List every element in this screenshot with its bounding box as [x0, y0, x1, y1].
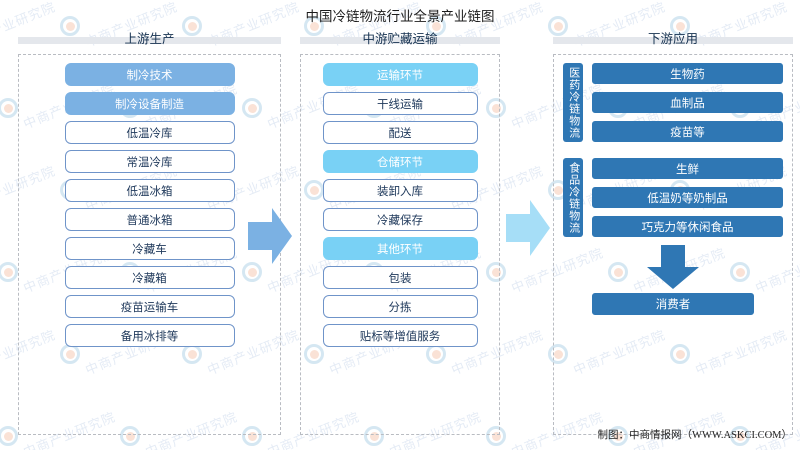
header-rule: [553, 37, 793, 44]
column-midstream: 中游贮藏运输 运输环节干线运输配送仓储环节装卸入库冷藏保存其他环节包装分拣贴标等…: [300, 30, 500, 435]
node-upstream-9[interactable]: 疫苗运输车: [64, 295, 235, 318]
downstream-groups: 医药冷链物流生物药血制品疫苗等食品冷链物流生鲜低温奶等奶制品巧克力等休闲食品: [554, 63, 792, 237]
column-midstream-header: 中游贮藏运输: [300, 30, 500, 49]
node-midstream-4[interactable]: 仓储环节: [322, 150, 478, 173]
column-downstream: 下游应用 医药冷链物流生物药血制品疫苗等食品冷链物流生鲜低温奶等奶制品巧克力等休…: [553, 30, 793, 435]
consumer-row: 消费者: [554, 293, 792, 315]
downstream-group-1-items: 生物药血制品疫苗等: [592, 63, 783, 142]
downstream-group-1-vertical-label: 医药冷链物流: [563, 63, 583, 142]
node-upstream-8[interactable]: 冷藏箱: [64, 266, 235, 289]
footer-credit: 制图：中商情报网（WWW.ASKCI.COM）: [597, 430, 792, 441]
node-midstream-8[interactable]: 包装: [322, 266, 478, 289]
midstream-node-group: 运输环节干线运输配送仓储环节装卸入库冷藏保存其他环节包装分拣贴标等增值服务: [300, 54, 500, 435]
node-midstream-5[interactable]: 装卸入库: [322, 179, 478, 202]
node-downstream-2-1[interactable]: 生鲜: [592, 158, 783, 179]
node-downstream-2-3[interactable]: 巧克力等休闲食品: [592, 216, 783, 237]
node-downstream-2-2[interactable]: 低温奶等奶制品: [592, 187, 783, 208]
downstream-node-group: 医药冷链物流生物药血制品疫苗等食品冷链物流生鲜低温奶等奶制品巧克力等休闲食品 消…: [553, 54, 793, 435]
node-midstream-7[interactable]: 其他环节: [322, 237, 478, 260]
upstream-node-group: 制冷技术制冷设备制造低温冷库常温冷库低温冰箱普通冰箱冷藏车冷藏箱疫苗运输车备用冰…: [18, 54, 281, 435]
node-upstream-3[interactable]: 低温冷库: [64, 121, 235, 144]
node-upstream-5[interactable]: 低温冰箱: [64, 179, 235, 202]
downstream-group-2-items: 生鲜低温奶等奶制品巧克力等休闲食品: [592, 158, 783, 237]
downstream-group-2: 食品冷链物流生鲜低温奶等奶制品巧克力等休闲食品: [554, 158, 792, 237]
node-midstream-2[interactable]: 干线运输: [322, 92, 478, 115]
page-title: 中国冷链物流行业全景产业链图: [305, 9, 495, 24]
node-midstream-3[interactable]: 配送: [322, 121, 478, 144]
node-downstream-1-3[interactable]: 疫苗等: [592, 121, 783, 142]
node-midstream-1[interactable]: 运输环节: [322, 63, 478, 86]
header-rule: [300, 37, 500, 44]
arrow-right-icon-upstream-to-midstream: [248, 208, 292, 264]
node-upstream-6[interactable]: 普通冰箱: [64, 208, 235, 231]
node-midstream-6[interactable]: 冷藏保存: [322, 208, 478, 231]
node-downstream-1-2[interactable]: 血制品: [592, 92, 783, 113]
column-upstream-header: 上游生产: [18, 30, 281, 49]
arrow-down-icon-to-consumer: [554, 245, 792, 289]
header-rule: [18, 37, 281, 44]
node-upstream-10[interactable]: 备用冰排等: [64, 324, 235, 347]
downstream-group-1: 医药冷链物流生物药血制品疫苗等: [554, 63, 792, 142]
node-consumer[interactable]: 消费者: [592, 293, 754, 315]
arrow-right-icon-midstream-to-downstream: [506, 200, 550, 256]
node-upstream-1[interactable]: 制冷技术: [64, 63, 235, 86]
node-upstream-4[interactable]: 常温冷库: [64, 150, 235, 173]
downstream-group-2-vertical-label: 食品冷链物流: [563, 158, 583, 237]
column-midstream-title: 中游贮藏运输: [362, 32, 438, 46]
column-upstream: 上游生产 制冷技术制冷设备制造低温冷库常温冷库低温冰箱普通冰箱冷藏车冷藏箱疫苗运…: [18, 30, 281, 435]
column-downstream-header: 下游应用: [553, 30, 793, 49]
column-upstream-title: 上游生产: [124, 32, 175, 46]
node-upstream-2[interactable]: 制冷设备制造: [64, 92, 235, 115]
node-downstream-1-1[interactable]: 生物药: [592, 63, 783, 84]
column-downstream-title: 下游应用: [647, 32, 698, 46]
node-midstream-9[interactable]: 分拣: [322, 295, 478, 318]
node-midstream-10[interactable]: 贴标等增值服务: [322, 324, 478, 347]
node-upstream-7[interactable]: 冷藏车: [64, 237, 235, 260]
